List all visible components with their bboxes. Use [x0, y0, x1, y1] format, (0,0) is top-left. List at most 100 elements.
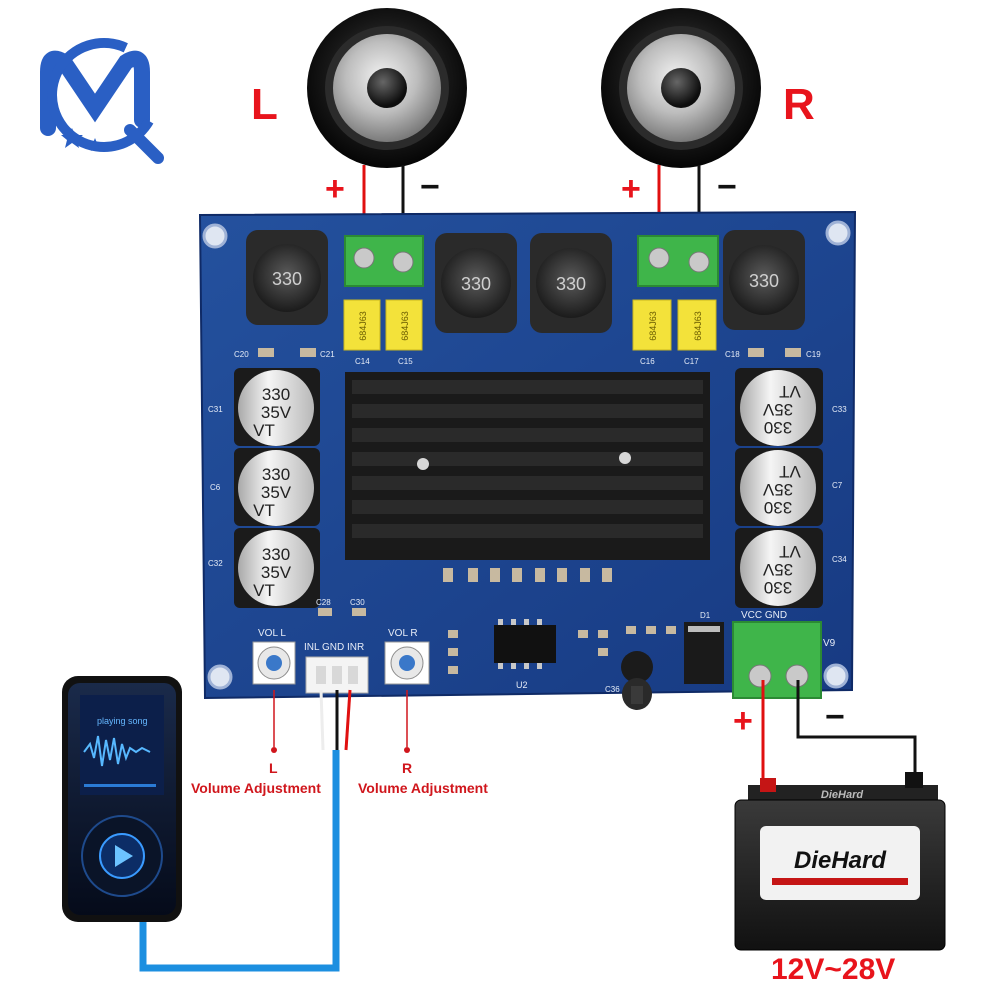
audio-cable — [139, 689, 352, 972]
right-channel-label: R — [783, 80, 815, 129]
left-speaker — [307, 8, 467, 168]
power-wires — [761, 680, 917, 785]
right-speaker-terminal — [637, 235, 719, 287]
screen-caption: playing song — [97, 716, 148, 726]
designator-c20: C20 — [234, 350, 249, 359]
smd-row — [443, 568, 612, 582]
film-capacitor-c17 — [677, 299, 717, 351]
power-header-silkscreen: VCC GND — [741, 610, 787, 621]
v-mark-silkscreen: V9 — [823, 638, 836, 649]
designator-d1: D1 — [700, 611, 711, 620]
cap-voltage: 35V — [762, 560, 793, 579]
volume-pot-right[interactable] — [384, 641, 430, 685]
audio-input-connector[interactable] — [305, 656, 369, 694]
designator-u2: U2 — [516, 680, 528, 690]
battery: DieHard DieHard — [734, 772, 946, 951]
designator-c36: C36 — [605, 685, 620, 694]
designator-c19: C19 — [806, 350, 821, 359]
designator-c17: C17 — [684, 357, 699, 366]
designator-c15: C15 — [398, 357, 413, 366]
cap-voltage: 35V — [762, 400, 793, 419]
left-channel-label: L — [251, 80, 278, 129]
cap-value: 330 — [262, 465, 290, 484]
cap-value: 330 — [262, 545, 290, 564]
film-cap-marking: 684J63 — [693, 311, 703, 341]
cap-value: 330 — [764, 498, 792, 517]
designator-c6: C6 — [210, 483, 221, 492]
designator-c33: C33 — [832, 405, 847, 414]
electrolytic-capacitor-c31: 330 35V VT — [234, 368, 320, 446]
input-header-silkscreen: INL GND INR — [304, 642, 364, 653]
battery-top-brand: DieHard — [821, 789, 863, 801]
film-capacitor-c14 — [343, 299, 381, 351]
inductor-marking: 330 — [749, 271, 779, 291]
volume-adjustment-left: Volume Adjustment — [191, 780, 321, 796]
inductor-marking: 330 — [556, 274, 586, 294]
designator-c34: C34 — [832, 555, 847, 564]
right-minus-sign: − — [717, 168, 737, 206]
smd-capacitor — [258, 348, 274, 357]
cap-series: VT — [779, 462, 801, 481]
inductor-marking: 330 — [272, 269, 302, 289]
left-minus-sign: − — [420, 168, 440, 206]
music-player: playing song — [62, 676, 182, 922]
right-plus-sign: + — [621, 170, 641, 208]
film-cap-marking: 684J63 — [400, 311, 410, 341]
volume-pot-left[interactable] — [252, 641, 296, 685]
cap-voltage: 35V — [261, 403, 292, 422]
designator-c18: C18 — [725, 350, 740, 359]
film-capacitor-c16 — [632, 299, 672, 351]
inductor-1: 330 — [246, 230, 328, 325]
r-callout-letter: R — [402, 760, 413, 776]
designator-c32: C32 — [208, 559, 223, 568]
inductor-3: 330 — [530, 233, 612, 333]
designator-c30: C30 — [350, 598, 365, 607]
film-capacitor-c15 — [385, 299, 423, 351]
cap-series: VT — [779, 382, 801, 401]
power-terminal — [732, 621, 822, 699]
smd-capacitor — [300, 348, 316, 357]
vol-r-silkscreen: VOL R — [388, 628, 418, 639]
film-cap-marking: 684J63 — [358, 311, 368, 341]
voltage-range-label: 12V~28V — [771, 953, 896, 986]
brand-logo — [40, 38, 164, 164]
vol-l-silkscreen: VOL L — [258, 628, 286, 639]
designator-c7: C7 — [832, 481, 843, 490]
supply-plus-sign: + — [733, 702, 753, 740]
cap-series: VT — [253, 421, 275, 440]
electrolytic-capacitor-c6: 330 35V VT — [234, 448, 320, 526]
cap-series: VT — [253, 501, 275, 520]
inductor-2: 330 — [435, 233, 517, 333]
inductor-marking: 330 — [461, 274, 491, 294]
electrolytic-capacitor-c7: 330 35V VT — [735, 448, 823, 526]
play-icon — [115, 845, 133, 867]
right-speaker — [601, 8, 761, 168]
smd-capacitor — [352, 608, 366, 616]
battery-brand: DieHard — [794, 847, 887, 874]
electrolytic-capacitor-c32: 330 35V VT — [234, 528, 320, 608]
cap-voltage: 35V — [762, 480, 793, 499]
electrolytic-capacitor-c34: 330 35V VT — [735, 528, 823, 608]
smd-capacitor — [785, 348, 801, 357]
cap-value: 330 — [764, 418, 792, 437]
supply-minus-sign: − — [825, 698, 845, 736]
inductor-4: 330 — [723, 230, 805, 330]
designator-c28: C28 — [316, 598, 331, 607]
left-speaker-terminal — [344, 235, 424, 287]
amplifier-board: 330 330 330 330 — [198, 210, 857, 710]
diode-d1 — [684, 622, 724, 684]
volume-adjustment-right: Volume Adjustment — [358, 780, 488, 796]
film-cap-marking: 684J63 — [648, 311, 658, 341]
cap-series: VT — [253, 581, 275, 600]
smd-capacitor — [318, 608, 332, 616]
heatsink — [345, 372, 710, 560]
designator-c31: C31 — [208, 405, 223, 414]
designator-c14: C14 — [355, 357, 370, 366]
ic-u2 — [494, 619, 556, 669]
cap-voltage: 35V — [261, 483, 292, 502]
pot-callouts — [271, 690, 410, 753]
cap-value: 330 — [764, 578, 792, 597]
electrolytic-capacitor-c33: 330 35V VT — [735, 368, 823, 446]
cap-value: 330 — [262, 385, 290, 404]
waveform — [83, 735, 151, 767]
